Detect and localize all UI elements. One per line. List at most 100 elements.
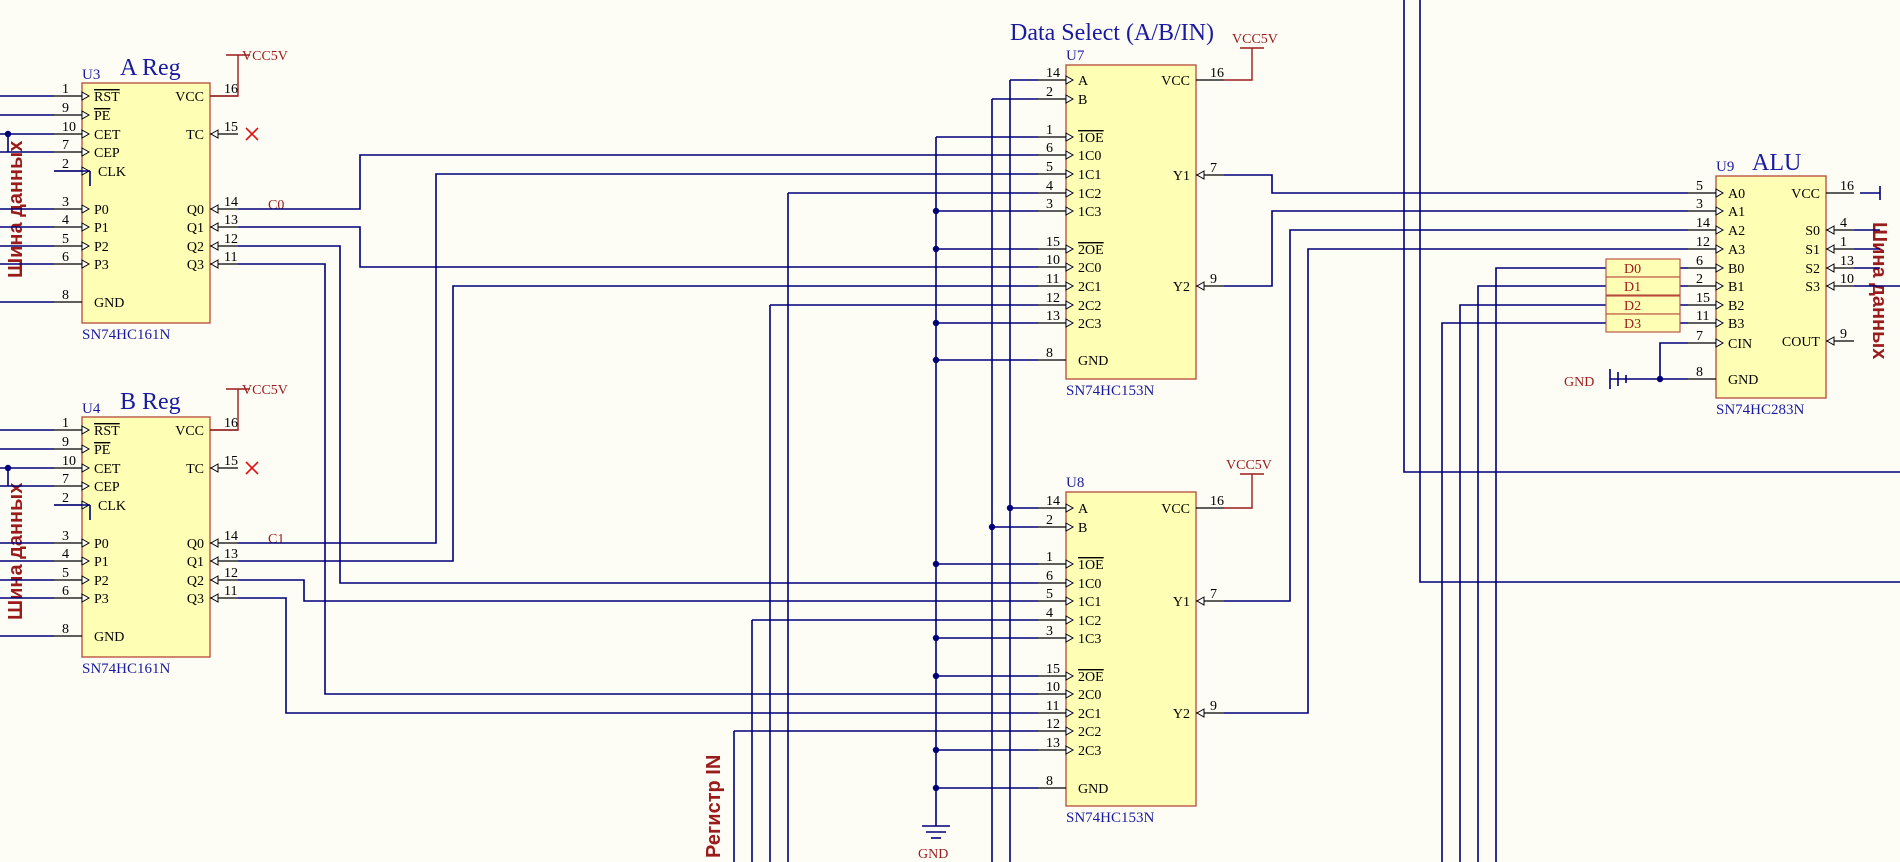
part-number: SN74HC283N [1716, 402, 1805, 418]
designator: U9 [1716, 159, 1734, 175]
pin-name: Q1 [187, 221, 204, 236]
junction-dot [1006, 504, 1014, 512]
wire [238, 173, 1038, 544]
wire [238, 285, 1038, 562]
pin-arrow [1825, 263, 1835, 273]
pin-name: RST [94, 424, 120, 439]
pin-number: 15 [224, 454, 238, 469]
pin-arrow [1065, 689, 1075, 699]
pin-number: 7 [1696, 329, 1703, 344]
pin-number: 3 [1046, 197, 1053, 212]
pin-name: GND [94, 296, 124, 311]
pin-arrow [1715, 318, 1725, 328]
chip-u7[interactable]: U7 Data Select (A/B/IN) SN74HC153N VCC5V [1010, 20, 1278, 399]
pin-name: Q2 [187, 240, 204, 255]
pin-name: A [1078, 74, 1089, 89]
wire [238, 579, 1038, 602]
pin-arrow [1715, 225, 1725, 235]
pin-arrow [1195, 281, 1205, 291]
pin-number: 8 [62, 288, 69, 303]
chip-u4[interactable]: U4 B Reg SN74HC161N VCC5V C1 [81, 383, 288, 677]
pin-arrow [1065, 281, 1075, 291]
pin-arrow [209, 222, 219, 232]
pin-name: A1 [1728, 205, 1745, 220]
net-label-text: D2 [1624, 299, 1641, 314]
wire [1224, 229, 1688, 602]
pin-name: 1C2 [1078, 187, 1101, 202]
junction-dot [932, 560, 940, 568]
pin-arrow [1065, 169, 1075, 179]
net-label-d2: D2 [1605, 295, 1681, 315]
junction-dot [932, 245, 940, 253]
pin-number: 11 [224, 250, 237, 265]
pin-arrow [209, 575, 219, 585]
port-reg-in: Регистр IN [703, 755, 725, 858]
pin-number: 4 [62, 547, 69, 562]
pin-number: 6 [1696, 254, 1703, 269]
pin-arrow [209, 463, 219, 473]
pin-name: B1 [1728, 280, 1744, 295]
chip-body [81, 82, 211, 324]
chip-title: B Reg [120, 389, 181, 415]
pin-arrow [1065, 522, 1075, 532]
pin-name: B [1078, 93, 1087, 108]
pin-arrow [1065, 726, 1075, 736]
wire [1477, 285, 1608, 862]
pin-name: 2C0 [1078, 261, 1101, 276]
wire [1860, 186, 1881, 200]
pin-name: 2C1 [1078, 707, 1101, 722]
pin-number: 13 [1046, 309, 1060, 324]
pin-arrow [81, 204, 91, 214]
pin-number: 13 [1840, 254, 1854, 269]
pin-name: 2C2 [1078, 725, 1101, 740]
chip-u9[interactable]: U9 ALU SN74HC283N GND [1564, 150, 1827, 418]
pins-u7: 14A2B11OE61C051C141C231C3152OE102C0112C1… [1038, 66, 1224, 369]
vcc-flag [1224, 47, 1264, 81]
pin-number: 5 [1046, 587, 1053, 602]
chip-body [1715, 175, 1827, 399]
wire [238, 245, 1038, 584]
pin-name: GND [1728, 373, 1758, 388]
pin-number: 15 [1696, 291, 1710, 306]
wire [1459, 304, 1608, 862]
pin-arrow [1065, 708, 1075, 718]
pin-name: Q0 [187, 537, 204, 552]
pin-arrow [1065, 671, 1075, 681]
vcc-flag [1224, 473, 1264, 509]
port-bus-right: Шина данных [1868, 222, 1890, 359]
pin-number: 13 [224, 547, 238, 562]
pin-number: 10 [1046, 680, 1060, 695]
pin-number: 11 [1696, 309, 1709, 324]
pin-arrow [1065, 745, 1075, 755]
chip-u8[interactable]: U8 SN74HC153N VCC5V [1065, 458, 1272, 826]
pin-number: 14 [1696, 216, 1710, 231]
net-label: C1 [268, 532, 284, 547]
pin-arrow [1195, 596, 1205, 606]
pin-name: 2C0 [1078, 688, 1101, 703]
pin-name: 1C0 [1078, 149, 1101, 164]
pin-number: 14 [224, 529, 238, 544]
net-label-box [1605, 295, 1681, 315]
pin-name: VCC [1161, 74, 1190, 89]
pin-arrow [81, 593, 91, 603]
pin-number: 6 [62, 250, 69, 265]
pin-arrow [1825, 336, 1835, 346]
pin-number: 14 [224, 195, 238, 210]
pin-arrow [81, 481, 91, 491]
pin-number: 2 [1696, 272, 1703, 287]
pin-arrow [1065, 262, 1075, 272]
pin-arrow [1825, 225, 1835, 235]
pin-arrow [1195, 708, 1205, 718]
chip-title: A Reg [120, 55, 181, 81]
pin-name: B3 [1728, 317, 1744, 332]
junction-dot [932, 634, 940, 642]
pin-number: 12 [224, 566, 238, 581]
junction-dot [932, 746, 940, 754]
pin-number: 11 [1046, 272, 1059, 287]
pin-name: S1 [1805, 243, 1820, 258]
chip-u3[interactable]: U3 A Reg SN74HC161N VCC5V C0 [81, 49, 288, 343]
pin-name: 1C3 [1078, 205, 1101, 220]
pin-number: 12 [1046, 717, 1060, 732]
pin-arrow [1715, 188, 1725, 198]
